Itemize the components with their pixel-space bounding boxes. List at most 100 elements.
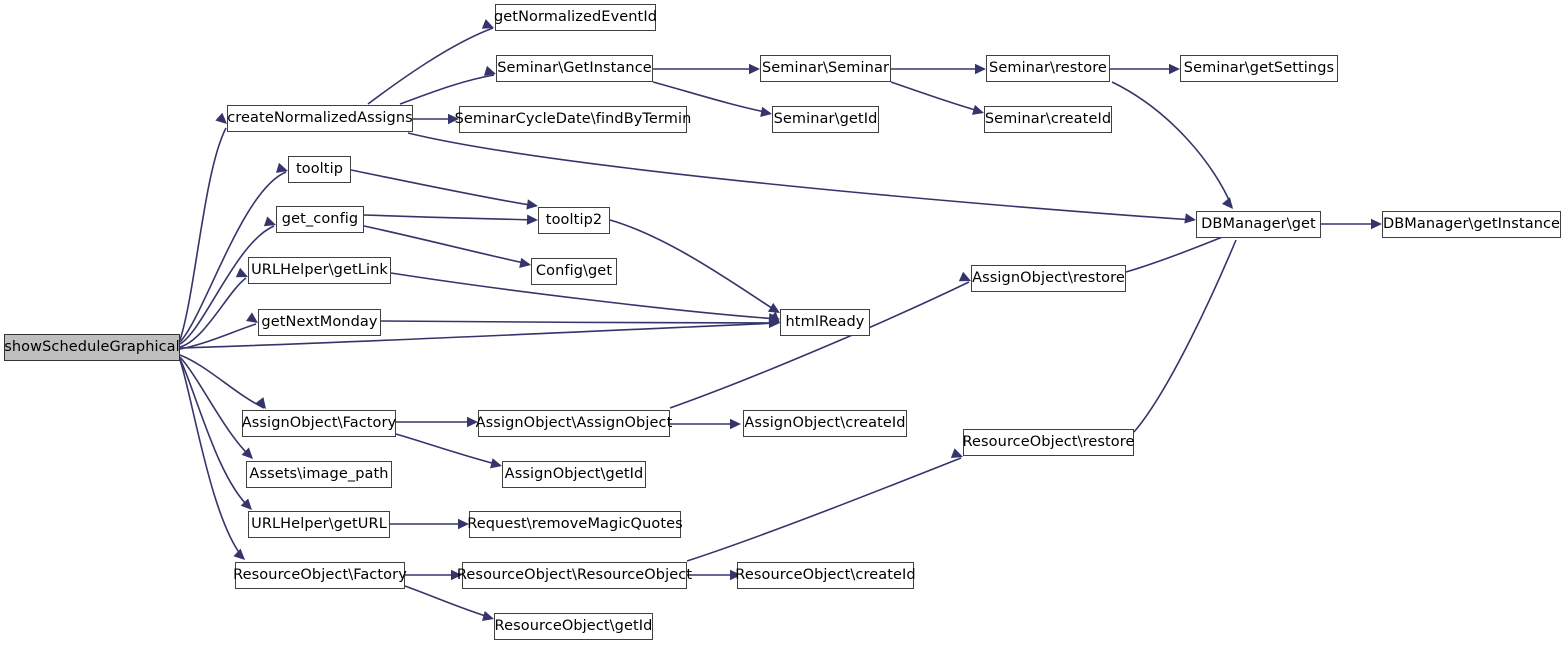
graph-node-dbmanager-getinstance[interactable]: DBManager\getInstance xyxy=(1382,211,1561,238)
graph-node-label: ResourceObject\Factory xyxy=(233,567,407,584)
graph-node-tooltip[interactable]: tooltip xyxy=(288,156,351,183)
arrowhead-icon xyxy=(1371,218,1382,230)
call-edge xyxy=(179,323,257,350)
graph-node-resourceobject-resourceobject[interactable]: ResourceObject\ResourceObject xyxy=(457,562,692,589)
arrowhead-icon xyxy=(526,199,538,210)
arrowhead-icon xyxy=(975,63,986,75)
graph-node-label: AssignObject\restore xyxy=(972,270,1125,287)
graph-node-htmlready[interactable]: htmlReady xyxy=(780,309,870,336)
graph-node-seminarcycledate-findbytermin[interactable]: SeminarCycleDate\findByTermin xyxy=(455,106,691,133)
call-edge xyxy=(404,585,493,619)
graph-node-resourceobject-restore[interactable]: ResourceObject\restore xyxy=(962,429,1135,456)
call-edge xyxy=(179,354,265,409)
arrowhead-icon xyxy=(1184,213,1196,224)
call-edge xyxy=(179,277,247,348)
call-edge xyxy=(686,457,962,562)
graph-node-resourceobject-factory[interactable]: ResourceObject\Factory xyxy=(233,562,407,589)
graph-node-showschedulegraphical[interactable]: showScheduleGraphical xyxy=(4,334,180,361)
graph-node-label: DBManager\getInstance xyxy=(1382,216,1561,233)
graph-node-label: Seminar\getId xyxy=(773,111,878,128)
graph-node-resourceobject-getid[interactable]: ResourceObject\getId xyxy=(494,613,653,640)
graph-node-assignobject-assignobject[interactable]: AssignObject\AssignObject xyxy=(475,410,673,437)
graph-node-label: get_config xyxy=(281,211,359,228)
graph-node-get-config[interactable]: get_config xyxy=(276,206,364,233)
call-edge xyxy=(1125,233,1231,273)
call-edge xyxy=(179,127,227,341)
graph-node-label: tooltip2 xyxy=(545,212,603,229)
graph-node-tooltip2[interactable]: tooltip2 xyxy=(538,207,610,234)
call-edge xyxy=(1111,81,1233,208)
graph-node-label: AssignObject\createId xyxy=(744,415,906,432)
graph-node-label: ResourceObject\restore xyxy=(962,434,1135,451)
graph-node-label: Assets\image_path xyxy=(249,466,389,483)
call-edge xyxy=(179,358,251,509)
graph-node-label: Config\get xyxy=(535,263,613,280)
graph-node-seminar-seminar[interactable]: Seminar\Seminar xyxy=(760,55,891,82)
call-edge xyxy=(367,27,494,105)
call-edge xyxy=(399,74,495,105)
arrowhead-icon xyxy=(526,214,538,225)
graph-node-label: createNormalizedAssigns xyxy=(227,110,413,127)
arrowhead-icon xyxy=(749,63,760,75)
graph-node-getnormalizedeventid[interactable]: getNormalizedEventId xyxy=(493,4,658,31)
call-edge xyxy=(890,81,983,113)
call-edge xyxy=(407,132,1195,221)
graph-node-label: Seminar\getSettings xyxy=(1183,60,1335,77)
graph-node-seminar-getid[interactable]: Seminar\getId xyxy=(772,106,879,133)
graph-node-assignobject-createid[interactable]: AssignObject\createId xyxy=(743,410,907,437)
graph-node-config-get[interactable]: Config\get xyxy=(531,258,617,285)
graph-node-seminar-getinstance[interactable]: Seminar\GetInstance xyxy=(496,55,653,82)
call-edge xyxy=(609,219,779,313)
call-edge xyxy=(1133,239,1237,433)
arrowhead-icon xyxy=(1169,63,1180,75)
graph-node-label: ResourceObject\getId xyxy=(494,618,653,635)
graph-node-label: ResourceObject\createId xyxy=(735,567,916,584)
graph-node-label: URLHelper\getLink xyxy=(251,262,388,279)
graph-node-resourceobject-createid[interactable]: ResourceObject\createId xyxy=(735,562,916,589)
graph-node-seminar-getsettings[interactable]: Seminar\getSettings xyxy=(1180,55,1338,82)
graph-node-request-removemagicquotes[interactable]: Request\removeMagicQuotes xyxy=(467,511,683,538)
arrowhead-icon xyxy=(467,416,478,428)
graph-node-label: Request\removeMagicQuotes xyxy=(467,516,683,533)
graph-node-label: DBManager\get xyxy=(1201,216,1316,233)
graph-node-label: SeminarCycleDate\findByTermin xyxy=(454,111,692,128)
arrowhead-icon xyxy=(448,113,459,125)
graph-node-assets-image-path[interactable]: Assets\image_path xyxy=(246,461,392,488)
call-edge xyxy=(669,281,970,409)
graph-node-label: Seminar\restore xyxy=(989,60,1107,77)
graph-node-label: htmlReady xyxy=(785,314,865,331)
graph-node-dbmanager-get[interactable]: DBManager\get xyxy=(1196,211,1321,238)
graph-node-label: URLHelper\getURL xyxy=(251,516,387,533)
arrowhead-icon xyxy=(768,317,780,329)
graph-node-label: getNormalizedEventId xyxy=(493,9,658,26)
graph-node-getnextmonday[interactable]: getNextMonday xyxy=(258,309,381,336)
graph-node-label: AssignObject\AssignObject xyxy=(475,415,673,432)
call-edge xyxy=(380,320,779,324)
graph-node-seminar-createid[interactable]: Seminar\createId xyxy=(984,106,1112,133)
graph-node-label: AssignObject\getId xyxy=(504,466,644,483)
graph-node-label: Seminar\GetInstance xyxy=(497,60,652,77)
graph-node-urlhelper-geturl[interactable]: URLHelper\getURL xyxy=(248,511,390,538)
graph-node-createnormalizedassigns[interactable]: createNormalizedAssigns xyxy=(227,105,413,132)
graph-node-assignobject-factory[interactable]: AssignObject\Factory xyxy=(242,410,396,437)
graph-node-label: AssignObject\Factory xyxy=(241,415,397,432)
arrowhead-icon xyxy=(730,418,741,430)
graph-node-label: getNextMonday xyxy=(261,314,378,331)
graph-node-seminar-restore[interactable]: Seminar\restore xyxy=(986,55,1110,82)
arrowhead-icon xyxy=(451,569,462,581)
call-edge xyxy=(395,433,501,466)
arrowhead-icon xyxy=(768,312,780,324)
call-edge xyxy=(179,359,245,560)
call-edge xyxy=(350,169,537,207)
call-edge xyxy=(179,356,253,459)
call-edge xyxy=(363,214,537,221)
arrowhead-icon xyxy=(481,19,494,29)
graph-node-label: tooltip xyxy=(295,161,344,178)
arrowhead-icon xyxy=(458,518,469,530)
graph-node-assignobject-getid[interactable]: AssignObject\getId xyxy=(502,461,646,488)
graph-node-label: Seminar\createId xyxy=(984,111,1112,128)
graph-node-assignobject-restore[interactable]: AssignObject\restore xyxy=(971,265,1126,292)
graph-node-urlhelper-getlink[interactable]: URLHelper\getLink xyxy=(248,257,391,284)
graph-node-label: ResourceObject\ResourceObject xyxy=(456,567,693,584)
